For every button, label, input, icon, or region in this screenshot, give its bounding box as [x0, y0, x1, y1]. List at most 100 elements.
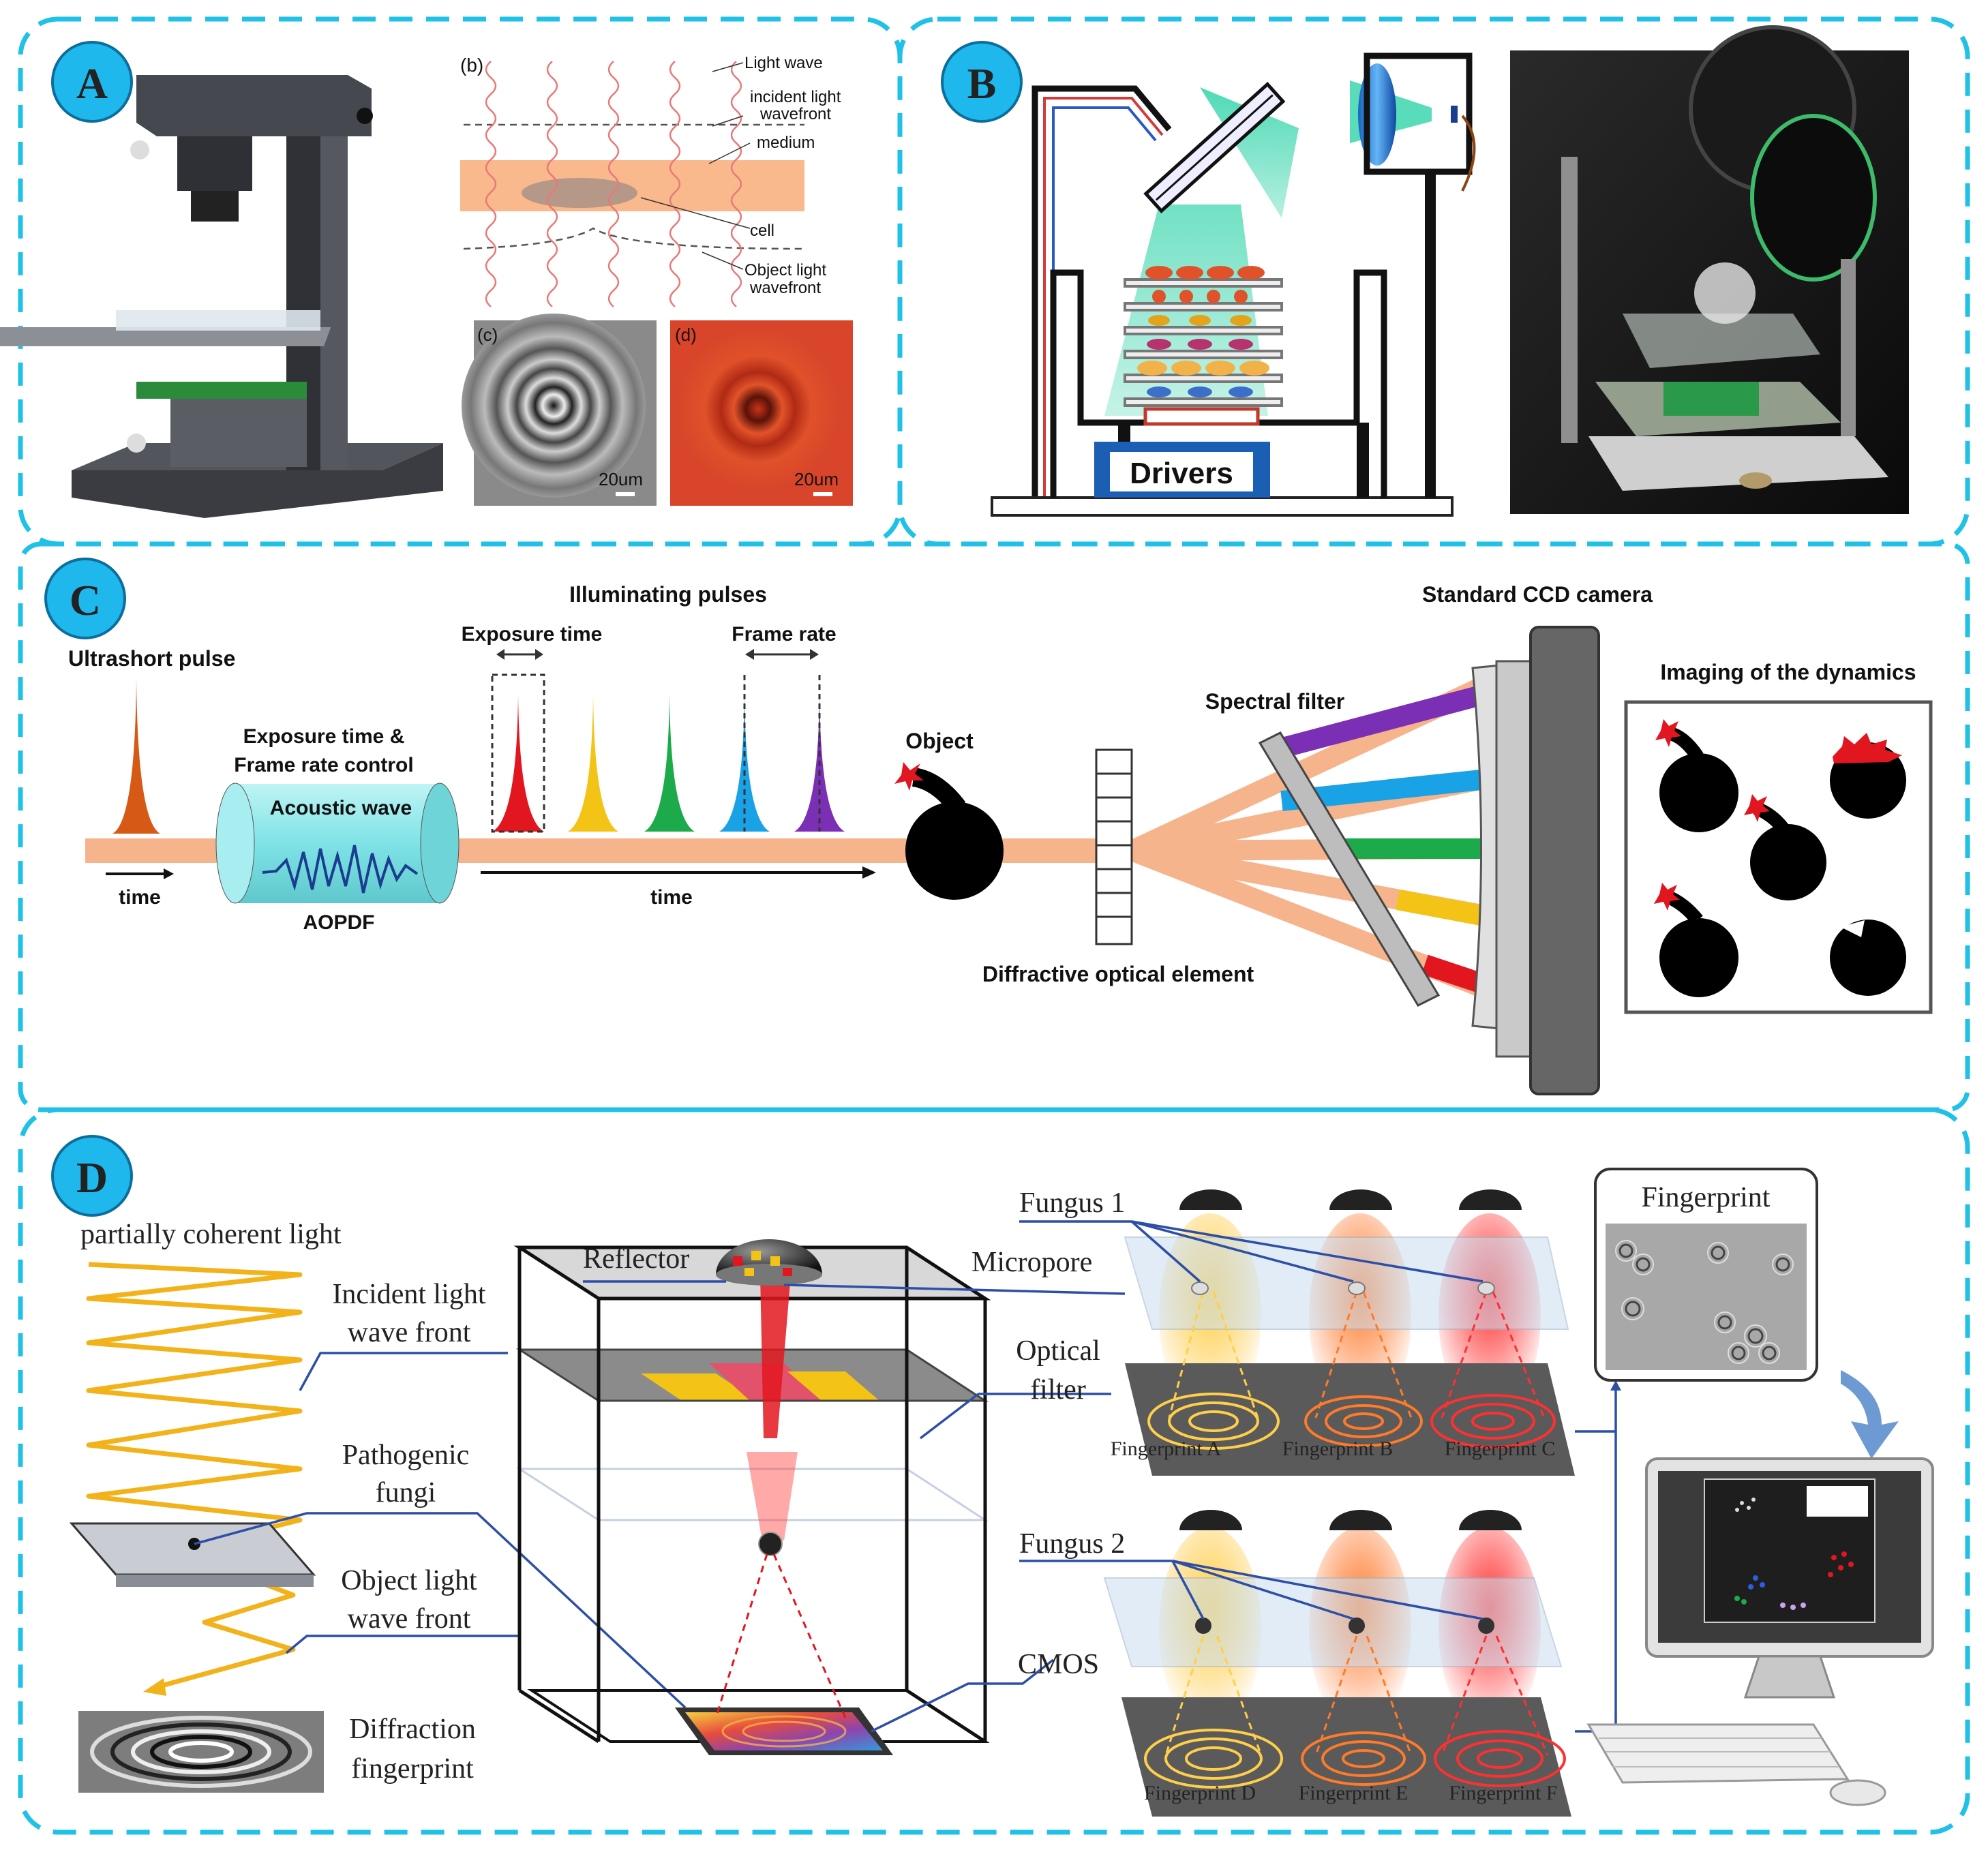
- label-time-left: time: [119, 886, 161, 909]
- label-object-wavefront-d-1: Object light: [341, 1565, 477, 1596]
- frame-rate-bracket: [743, 653, 821, 832]
- diffracted-beams: [1127, 672, 1510, 1002]
- frame-panel-b: [897, 16, 1970, 547]
- experimental-hologram-image: (d) 20um: [670, 320, 853, 506]
- label-medium: medium: [757, 134, 815, 152]
- label-light-wave: Light wave: [744, 54, 823, 72]
- diffraction-fingerprint-image: [78, 1711, 324, 1793]
- label-fingerprint-f: Fingerprint F: [1449, 1782, 1557, 1804]
- panel-b: B: [941, 25, 1909, 517]
- coherent-light-wave: [86, 1262, 303, 1690]
- curved-arrow: [1841, 1370, 1899, 1459]
- label-optical-filter-2: filter: [1030, 1374, 1086, 1406]
- label-ccd-camera: Standard CCD camera: [1422, 582, 1653, 607]
- label-fingerprint-c: Fingerprint C: [1445, 1438, 1556, 1460]
- simulated-hologram-image: (c) 20um: [462, 314, 657, 506]
- label-fungus2: Fungus 2: [1019, 1528, 1125, 1560]
- label-ultrashort-pulse: Ultrashort pulse: [68, 646, 235, 671]
- scale-d: 20um: [794, 469, 839, 489]
- label-acoustic-wave: Acoustic wave: [270, 797, 412, 819]
- label-fingerprint-inset: Fingerprint: [1642, 1182, 1771, 1213]
- label-diffraction-1: Diffraction: [349, 1714, 476, 1745]
- label-fingerprint-d: Fingerprint D: [1144, 1782, 1256, 1804]
- label-object-wavefront-2: wavefront: [749, 279, 821, 297]
- label-pathogenic-1: Pathogenic: [342, 1440, 470, 1471]
- imaging-panel: [1624, 700, 1933, 1014]
- fingerprint-inset: [1594, 1168, 1818, 1382]
- multilayer-setup-diagram: Drivers: [991, 52, 1476, 517]
- ccd-camera: [1471, 626, 1600, 1095]
- keyboard: [1586, 1723, 1850, 1784]
- computer-monitor: [1586, 1457, 1934, 1806]
- stacked-chamber-layers: [1124, 266, 1283, 426]
- badge-a: A: [51, 41, 133, 123]
- wavefront-schematic: (b) Light wave incident light wavefront …: [460, 54, 841, 307]
- imaging-device-box: [513, 1239, 991, 1755]
- label-sub-d: (d): [675, 324, 697, 345]
- label-drivers: Drivers: [1130, 457, 1233, 490]
- object-bomb: [894, 762, 1004, 900]
- label-reflector: Reflector: [583, 1243, 689, 1275]
- exposure-time-bracket: [491, 653, 545, 833]
- label-sub-b: (b): [460, 55, 483, 76]
- label-cmos: CMOS: [1018, 1649, 1099, 1680]
- panel-c: C Ultrashort pulse time Exposure time & …: [44, 558, 1933, 1095]
- label-time-mid: time: [650, 886, 693, 909]
- label-frame-rate: Frame rate: [732, 623, 836, 646]
- panel-a: A (b) Light w: [0, 41, 853, 518]
- label-fingerprint-b: Fingerprint B: [1282, 1438, 1394, 1460]
- label-fungus1: Fungus 1: [1019, 1187, 1125, 1219]
- pulse-train: [492, 695, 845, 832]
- panel-frames: [18, 16, 1970, 1835]
- label-exposure-time: Exposure time: [462, 623, 603, 646]
- label-incident-wavefront-2: wavefront: [759, 105, 831, 123]
- label-optical-filter-1: Optical: [1016, 1335, 1100, 1367]
- label-object-wavefront-d-2: wave front: [348, 1603, 471, 1635]
- label-object-wavefront-1: Object light: [744, 261, 826, 279]
- badge-b-label: B: [967, 59, 997, 108]
- acoustic-wave-signal: [262, 845, 419, 894]
- label-micropore: Micropore: [972, 1247, 1092, 1278]
- badge-c-label: C: [70, 576, 101, 624]
- label-fingerprint-a: Fingerprint A: [1111, 1438, 1222, 1460]
- label-diffraction-2: fingerprint: [351, 1753, 474, 1785]
- label-sub-c: (c): [477, 324, 498, 345]
- label-exposure-control-1: Exposure time &: [243, 725, 405, 748]
- frame-panel-c: [18, 541, 1970, 1112]
- fungus2-stage: [1103, 1510, 1571, 1817]
- label-cell: cell: [750, 222, 774, 240]
- fungus1-stage: [1124, 1189, 1575, 1476]
- badge-d-label: D: [76, 1153, 108, 1202]
- scale-c: 20um: [599, 469, 643, 489]
- label-incident-wavefront-d-2: wave front: [348, 1317, 471, 1348]
- spectral-filter: [1258, 731, 1441, 1007]
- label-pathogenic-2: fungi: [376, 1477, 436, 1508]
- badge-a-label: A: [76, 59, 108, 108]
- label-doe: Diffractive optical element: [982, 962, 1254, 986]
- panel-d: D partially coherent light Incident ligh…: [51, 1135, 1934, 1817]
- badge-d: D: [51, 1135, 133, 1217]
- label-aopdf: AOPDF: [303, 911, 375, 934]
- device-photo: [1510, 25, 1909, 514]
- label-incident-wavefront-1: incident light: [750, 88, 841, 106]
- ultrashort-pulse: [112, 678, 160, 834]
- badge-c: C: [44, 558, 126, 639]
- medium-layer: [460, 160, 804, 211]
- label-fingerprint-e: Fingerprint E: [1299, 1782, 1409, 1804]
- camera-box: [1364, 52, 1473, 175]
- badge-b: B: [941, 41, 1023, 123]
- label-partially-coherent: partially coherent light: [80, 1219, 342, 1250]
- label-incident-wavefront-d-1: Incident light: [332, 1279, 485, 1310]
- tilted-mirror: [1143, 82, 1286, 213]
- label-object: Object: [905, 729, 974, 753]
- label-exposure-control-2: Frame rate control: [234, 754, 413, 776]
- label-imaging-dynamics: Imaging of the dynamics: [1660, 660, 1916, 684]
- aopdf-crystal: [215, 783, 460, 904]
- left-leader-lines: [194, 1352, 687, 1709]
- frame-panel-d: [18, 1107, 1970, 1835]
- label-spectral-filter: Spectral filter: [1205, 689, 1345, 714]
- diffractive-optical-element: [1095, 748, 1133, 945]
- label-illuminating-pulses: Illuminating pulses: [569, 582, 767, 607]
- mouse: [1829, 1779, 1886, 1806]
